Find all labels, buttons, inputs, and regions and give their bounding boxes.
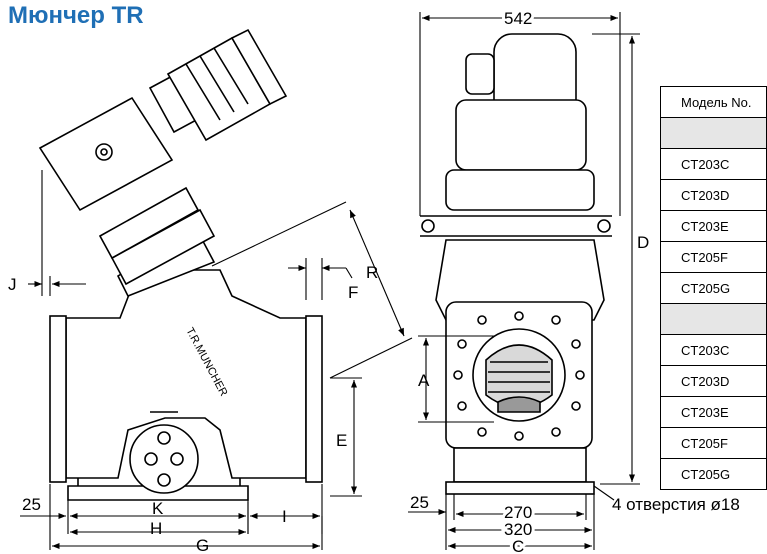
model-cell: CT205F	[660, 427, 767, 459]
side-dimensions	[20, 170, 413, 550]
table-group-row	[660, 117, 767, 149]
flange-bolt-holes	[453, 311, 585, 441]
dim-25-left-label: 25	[22, 495, 41, 514]
dim-a-label: A	[418, 371, 430, 390]
front-housing	[435, 239, 605, 321]
model-cell: CT203D	[660, 365, 767, 397]
model-cell: CT203C	[660, 334, 767, 366]
dim-542-label: 542	[504, 9, 532, 28]
table-row: CT203D	[660, 179, 767, 211]
holes-note: 4 отверстия ø18	[612, 495, 740, 514]
table-row: CT203E	[660, 210, 767, 242]
front-base	[445, 481, 595, 495]
side-view: T.R.MUNCHER	[38, 28, 323, 501]
table-row: CT205G	[660, 272, 767, 304]
dim-k-label: K	[152, 499, 164, 518]
dim-i-label: I	[282, 507, 287, 526]
model-cell: CT203D	[660, 179, 767, 211]
front-stand	[453, 447, 587, 483]
dim-g-label: G	[196, 536, 209, 554]
model-table: Модель No. CT203C CT203D CT203E CT205F C…	[660, 86, 767, 490]
model-cell: CT203E	[660, 210, 767, 242]
model-cell: CT205G	[660, 458, 767, 490]
model-cell: CT203C	[660, 148, 767, 180]
table-row: CT205F	[660, 427, 767, 459]
dim-25-front-label: 25	[410, 493, 429, 512]
dim-270-label: 270	[504, 503, 532, 522]
table-row: CT203E	[660, 396, 767, 428]
model-cell: CT205G	[660, 272, 767, 304]
table-row: CT203C	[660, 334, 767, 366]
page-title: Мюнчер TR	[8, 2, 144, 29]
model-cell: CT203E	[660, 396, 767, 428]
dim-f-label: F	[348, 283, 358, 302]
table-group-cell	[660, 303, 767, 335]
table-group-cell	[660, 117, 767, 149]
dim-d-label: D	[637, 233, 649, 252]
right-flange	[305, 315, 323, 483]
table-header-cell: Модель No.	[660, 86, 767, 118]
inspection-cover	[129, 424, 199, 494]
model-cell: CT205F	[660, 241, 767, 273]
table-group-row	[660, 303, 767, 335]
left-flange	[49, 315, 67, 483]
table-row: CT203D	[660, 365, 767, 397]
front-dimensions	[408, 12, 640, 550]
table-header-row: Модель No.	[660, 86, 767, 118]
dim-j-label: J	[8, 275, 17, 294]
table-row: CT205G	[660, 458, 767, 490]
dim-e-label: E	[336, 431, 347, 450]
table-row: CT205F	[660, 241, 767, 273]
dim-320-label: 320	[504, 520, 532, 539]
dim-c-label: C	[512, 537, 524, 554]
dim-h-label: H	[150, 519, 162, 538]
dim-r-label: R	[366, 263, 378, 282]
table-row: CT203C	[660, 148, 767, 180]
front-view	[420, 33, 612, 495]
